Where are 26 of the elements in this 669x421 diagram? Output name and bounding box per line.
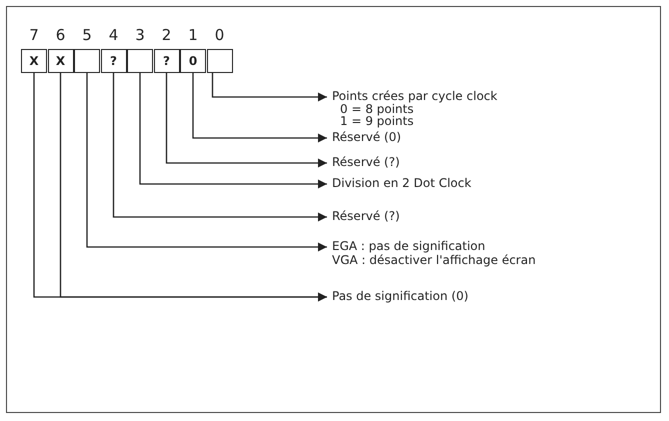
bit-number: 4: [108, 26, 120, 44]
arrow: [166, 73, 327, 168]
bit-description: EGA : pas de signification VGA : désactiver l'affichage écran: [332, 240, 536, 266]
arrow: [192, 73, 327, 143]
bit-field-cell: X: [21, 49, 47, 73]
bit-field-cell: X: [48, 49, 74, 73]
bit-number: 1: [187, 26, 199, 44]
bit-number: 3: [134, 26, 146, 44]
bit-number: 6: [54, 26, 66, 44]
bit-description: Division en 2 Dot Clock: [332, 177, 472, 190]
bit-description: Réservé (?): [332, 210, 400, 222]
arrow: [112, 73, 327, 222]
bit-number: 2: [160, 26, 172, 44]
bit-description: Points crées par cycle clock 0 = 8 points 1 = 9 points: [332, 90, 498, 128]
bit-number: 0: [214, 26, 226, 44]
bit-description: Pas de signification (0): [332, 290, 468, 302]
bit-number: 7: [28, 26, 40, 44]
bit-field-cell: ?: [154, 49, 180, 73]
bit-field-cell: ?: [100, 49, 126, 73]
arrow: [212, 73, 327, 102]
bit-number: 5: [81, 26, 93, 44]
bit-description: Réservé (?): [332, 156, 400, 168]
arrow: [86, 73, 327, 252]
arrow: [139, 73, 327, 189]
bit-field-cell: 0: [180, 49, 206, 73]
bit-description: Réservé (0): [332, 131, 402, 144]
